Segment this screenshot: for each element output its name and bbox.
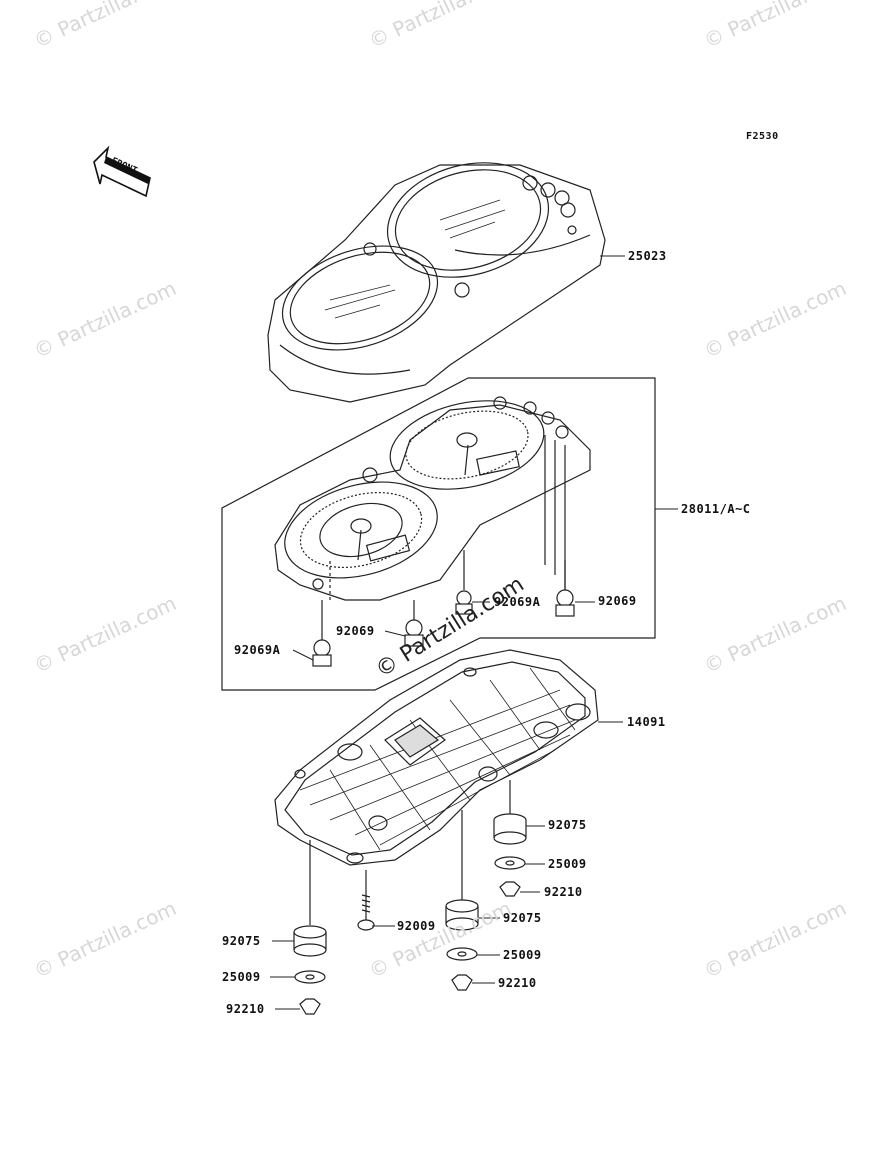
bulb-92069-center xyxy=(404,600,424,647)
screw-part xyxy=(357,870,375,931)
label-washer-mid[interactable]: 25009 xyxy=(503,948,542,962)
label-damper-right[interactable]: 92075 xyxy=(548,818,587,832)
label-damper-mid[interactable]: 92075 xyxy=(503,911,542,925)
hardware-stack-right xyxy=(493,780,527,897)
meter-assembly-part xyxy=(274,396,591,601)
bulb-92069a-left xyxy=(312,600,332,667)
bulb-92069-right xyxy=(555,560,575,617)
bulb-92069a-right xyxy=(455,550,473,615)
label-damper-left[interactable]: 92075 xyxy=(222,934,261,948)
label-bulb-center[interactable]: 92069 xyxy=(336,624,375,638)
hardware-stack-mid xyxy=(445,810,479,991)
label-bulb-right[interactable]: 92069 xyxy=(598,594,637,608)
leader-lines xyxy=(270,255,678,1010)
front-arrow-icon xyxy=(93,145,151,198)
hardware-stack-left xyxy=(293,840,327,1015)
label-screw[interactable]: 92009 xyxy=(397,919,436,933)
label-meter-cover[interactable]: 25023 xyxy=(628,249,667,263)
meter-case-part xyxy=(274,649,599,866)
label-bulb-a-right[interactable]: 92069A xyxy=(494,595,541,609)
label-nut-mid[interactable]: 92210 xyxy=(498,976,537,990)
figure-code: F2530 xyxy=(746,131,779,142)
label-bulb-a-left[interactable]: 92069A xyxy=(234,643,281,657)
label-nut-left[interactable]: 92210 xyxy=(226,1002,265,1016)
meter-assembly-box xyxy=(221,377,656,691)
label-washer-left[interactable]: 25009 xyxy=(222,970,261,984)
label-meter-case[interactable]: 14091 xyxy=(627,715,666,729)
meter-cover-part xyxy=(267,162,606,403)
label-meter-assembly[interactable]: 28011/A~C xyxy=(681,502,751,516)
label-washer-right[interactable]: 25009 xyxy=(548,857,587,871)
label-nut-right[interactable]: 92210 xyxy=(544,885,583,899)
